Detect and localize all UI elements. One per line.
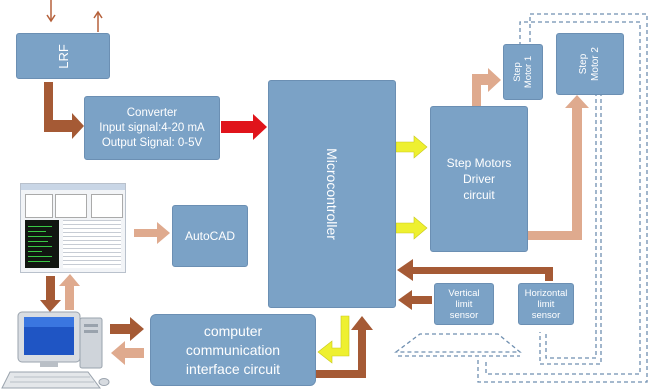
comm-to-mcu-arrow [316, 316, 373, 378]
vsensor-to-mcu-arrow [398, 290, 432, 310]
driver-line-3: circuit [463, 188, 495, 202]
screenshot-terminal [25, 220, 59, 268]
hsensor-line-2: limit [537, 298, 555, 310]
autocad-block: AutoCAD [172, 205, 248, 267]
motor1-line-2: Motor 1 [523, 55, 534, 89]
motor1-block: Step Motor 1 [503, 44, 543, 100]
converter-output: Output Signal: 0-5V [101, 136, 203, 149]
hsensor-to-mcu-arrow [397, 259, 553, 281]
comm-line-3: interface circuit [185, 360, 281, 377]
converter-title: Converter [126, 106, 178, 119]
converter-block: Converter Input signal:4-20 mA Output Si… [84, 96, 220, 160]
comm-line-1: computer [203, 322, 263, 339]
software-to-computer-arrow [40, 276, 61, 312]
vsensor-line-2: limit [455, 298, 473, 310]
autocad-label: AutoCAD [184, 229, 236, 243]
computer-to-comm-arrow [110, 317, 144, 341]
motor1-line-1: Step [512, 62, 523, 82]
mcu-to-driver-arrow-bottom [395, 216, 428, 240]
computer-to-software-arrow [59, 274, 80, 310]
screenshot-titlebar [21, 184, 125, 190]
screenshot-plot-3 [91, 194, 123, 218]
mcu-to-comm-arrow [317, 315, 350, 364]
screenshot-plot-1 [25, 194, 53, 218]
motor2-block: Step Motor 2 [556, 33, 624, 95]
software-screenshot-icon [20, 183, 126, 273]
motor2-line-2: Motor 2 [590, 47, 601, 81]
driver-line-2: Driver [463, 172, 495, 186]
motor2-line-1: Step [578, 53, 589, 75]
horizontal-sensor-block: Horizontal limit sensor [518, 283, 574, 325]
vertical-sensor-block: Vertical limit sensor [434, 283, 494, 325]
vsensor-line-1: Vertical [448, 287, 480, 299]
hsensor-line-1: Horizontal [524, 287, 568, 299]
desktop-computer-icon [1, 311, 110, 389]
screenshot-data-table [63, 220, 121, 268]
lrf-io-arrows [46, 0, 103, 32]
motor2-label: Step Motor 2 [578, 47, 602, 81]
driver-line-1: Step Motors [446, 156, 512, 170]
hsensor-line-3: sensor [531, 309, 561, 321]
motor1-label: Step Motor 1 [512, 56, 534, 88]
driver-block: Step Motors Driver circuit [430, 106, 528, 252]
comm-line-2: communication [185, 341, 281, 358]
dashed-wiring [394, 13, 648, 383]
comm-interface-block: computer communication interface circuit [150, 314, 316, 386]
driver-to-motor1-arrow [472, 68, 501, 106]
mcu-to-driver-arrow-top [395, 135, 428, 159]
converter-input: Input signal:4-20 mA [99, 121, 205, 134]
screenshot-plot-2 [55, 194, 87, 218]
lrf-block: LRF [16, 33, 110, 79]
lrf-label: LRF [55, 43, 71, 69]
lrf-to-converter-arrow [44, 82, 84, 139]
driver-to-motor2-arrow [527, 95, 589, 240]
converter-to-mcu-arrow [221, 114, 267, 140]
microcontroller-block: Microcontroller [268, 80, 396, 308]
microcontroller-label: Microcontroller [324, 148, 340, 240]
comm-to-computer-arrow [111, 341, 144, 365]
software-to-autocad-arrow [134, 222, 170, 244]
vsensor-line-3: sensor [449, 309, 479, 321]
